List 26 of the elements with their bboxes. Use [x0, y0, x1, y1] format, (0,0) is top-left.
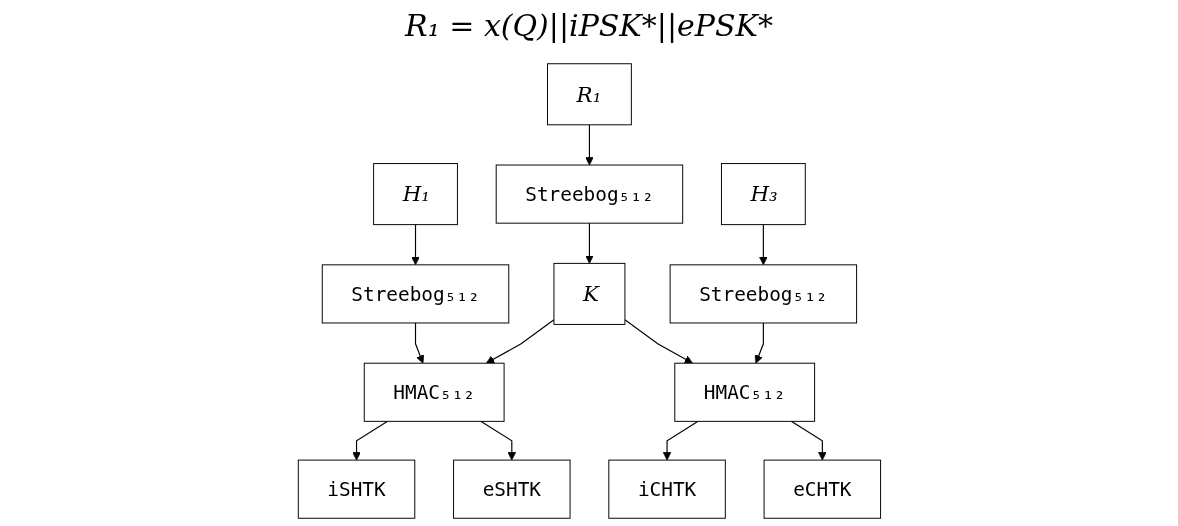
node-box: eSHTK — [452, 459, 571, 519]
arrow — [351, 420, 388, 461]
node-box: Streebog₅₁₂ — [321, 264, 509, 324]
arrow — [584, 124, 594, 166]
node-box: iSHTK — [297, 459, 415, 519]
arrow — [790, 420, 827, 461]
arrow — [754, 322, 764, 364]
arrow — [410, 224, 420, 266]
arrow — [485, 319, 555, 364]
arrow — [623, 319, 693, 364]
node-box: HMAC₅₁₂ — [673, 362, 815, 422]
node-box: R₁ — [546, 63, 632, 126]
arrow — [479, 420, 516, 461]
node-box: Streebog₅₁₂ — [495, 164, 683, 224]
node-box: H₁ — [372, 163, 458, 226]
node-box: Streebog₅₁₂ — [669, 264, 857, 324]
arrow — [662, 420, 699, 461]
node-box: eCHTK — [763, 459, 881, 519]
node-box: HMAC₅₁₂ — [363, 362, 505, 422]
formula-title: R₁ = x(Q)||iPSK*||ePSK* — [403, 7, 774, 45]
arrow — [414, 322, 424, 364]
node-box: iCHTK — [607, 459, 726, 519]
arrow — [758, 224, 768, 266]
arrow — [584, 222, 594, 264]
node-box: K — [553, 262, 625, 325]
node-box: H₃ — [720, 163, 806, 226]
